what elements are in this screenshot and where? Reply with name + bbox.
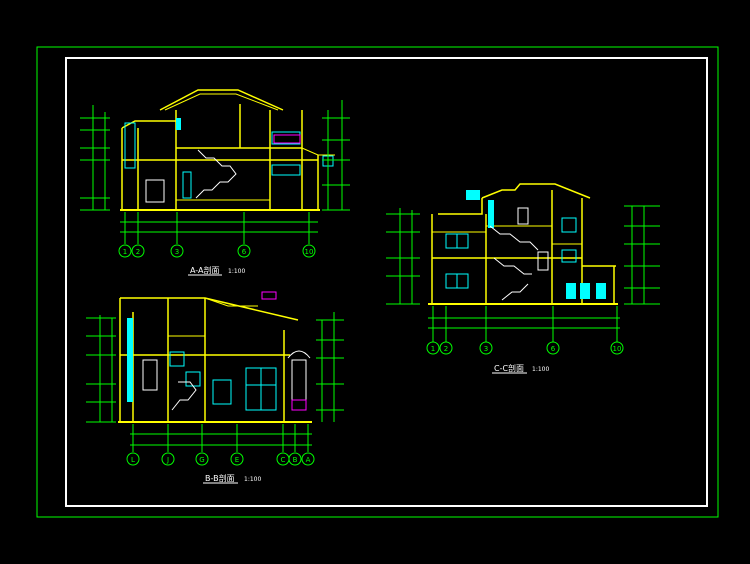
axis-bubble-icon <box>131 244 145 258</box>
section-a-drawing <box>80 89 350 244</box>
axis-bubble-icon <box>195 452 209 466</box>
section-b-axis-label: G <box>199 456 204 464</box>
axis-bubble-icon <box>237 244 251 258</box>
axis-bubble-icon <box>302 244 316 258</box>
axis-bubble-icon <box>288 452 302 466</box>
section-c-axis-label: 3 <box>484 345 488 353</box>
section-c-axis-label: 10 <box>613 345 622 353</box>
section-b-scale: 1:100 <box>244 476 261 483</box>
axis-bubble-icon <box>161 452 175 466</box>
section-c-axis-label: 2 <box>444 345 448 353</box>
section-a-axis-label: 2 <box>136 248 140 256</box>
axis-bubble-icon <box>426 341 440 355</box>
section-b-axis-label: E <box>235 456 239 464</box>
section-c-axis-label: 1 <box>431 345 435 353</box>
section-a-scale: 1:100 <box>228 268 245 275</box>
drawing-frame <box>65 57 708 507</box>
section-a-axis-bubbles <box>118 244 316 258</box>
section-b-axis-label: A <box>306 456 311 464</box>
section-b-axis-label: C <box>281 456 286 464</box>
axis-bubble-icon <box>230 452 244 466</box>
section-c-title: C-C剖面 <box>494 363 524 373</box>
section-b-axis-label: J <box>166 456 169 464</box>
section-a-axis-label: 1 <box>123 248 127 256</box>
section-b-drawing <box>86 291 344 452</box>
axis-bubble-icon <box>301 452 315 466</box>
section-c-scale: 1:100 <box>532 366 549 373</box>
axis-bubble-icon <box>126 452 140 466</box>
section-c-axis-bubbles <box>426 341 624 355</box>
axis-bubble-icon <box>170 244 184 258</box>
section-b-title: B-B剖面 <box>205 473 235 483</box>
section-b-axis-label: L <box>131 456 135 464</box>
section-c-axis-label: 6 <box>551 345 556 353</box>
axis-bubble-icon <box>118 244 132 258</box>
section-c-drawing <box>386 183 660 342</box>
section-b-axis-label: B <box>293 456 298 464</box>
sheet-border <box>36 46 719 518</box>
axis-bubble-icon <box>479 341 493 355</box>
axis-bubble-icon <box>610 341 624 355</box>
section-b-axis-bubbles <box>126 452 315 466</box>
section-a-title: A-A剖面 <box>190 265 219 275</box>
axis-bubble-icon <box>546 341 560 355</box>
section-a-axis-label: 10 <box>305 248 314 256</box>
section-a-axis-label: 6 <box>242 248 247 256</box>
section-a-axis-label: 3 <box>175 248 179 256</box>
axis-bubble-icon <box>439 341 453 355</box>
